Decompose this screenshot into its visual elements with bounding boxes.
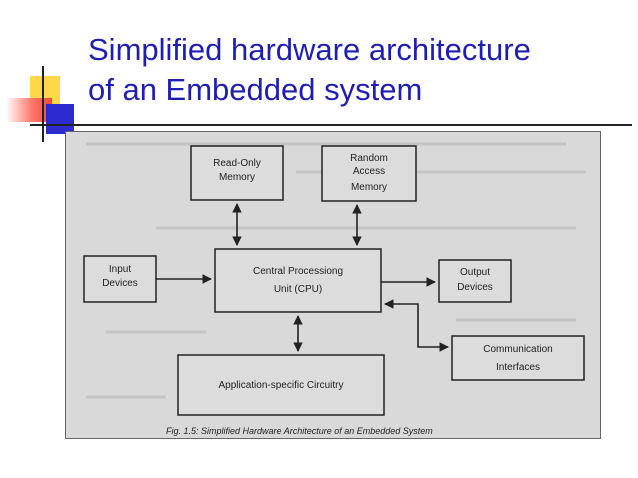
scan-noise: [86, 142, 586, 399]
input-label-line-1: Input: [109, 264, 131, 275]
slide-title-line-1: Simplified hardware architecture: [88, 32, 531, 67]
decor-red-streak: [6, 98, 52, 122]
architecture-figure: Read-Only Memory Random Access Memory In…: [65, 131, 601, 439]
slide-title-line-2: of an Embedded system: [88, 72, 423, 107]
title-underline: [30, 124, 632, 126]
block-communication-interfaces: Communication Interfaces: [451, 335, 585, 381]
comm-label-line-2: Interfaces: [496, 362, 540, 373]
output-label-line-1: Output: [460, 267, 490, 278]
decor-blue-square: [46, 104, 74, 134]
input-label-line-2: Devices: [102, 278, 138, 289]
decor-vertical-line: [42, 66, 44, 142]
cpu-label-line-1: Central Processiong: [253, 266, 343, 277]
ram-label-line-2: Access: [353, 166, 385, 177]
rom-label-line-2: Memory: [219, 172, 255, 183]
arrow-cpu-comm: [384, 299, 449, 352]
asic-label: Application-specific Circuitry: [218, 380, 343, 391]
block-random-access-memory: Random Access Memory: [321, 145, 417, 202]
rom-label-line-1: Read-Only: [213, 158, 261, 169]
ram-label-line-3: Memory: [351, 182, 387, 193]
block-application-specific-circuitry: Application-specific Circuitry: [177, 354, 385, 416]
block-input-devices: Input Devices: [83, 255, 157, 303]
output-label-line-2: Devices: [457, 282, 493, 293]
figure-caption: Fig. 1.5: Simplified Hardware Architectu…: [166, 426, 433, 436]
block-read-only-memory: Read-Only Memory: [190, 145, 284, 201]
ram-label-line-1: Random: [350, 153, 388, 164]
architecture-diagram: Read-Only Memory Random Access Memory In…: [83, 142, 586, 436]
cpu-label-line-2: Unit (CPU): [274, 284, 322, 295]
block-cpu: Central Processiong Unit (CPU): [214, 248, 382, 313]
slide-title: Simplified hardware architecture of an E…: [88, 30, 618, 110]
block-output-devices: Output Devices: [438, 259, 512, 303]
comm-label-line-1: Communication: [483, 344, 552, 355]
